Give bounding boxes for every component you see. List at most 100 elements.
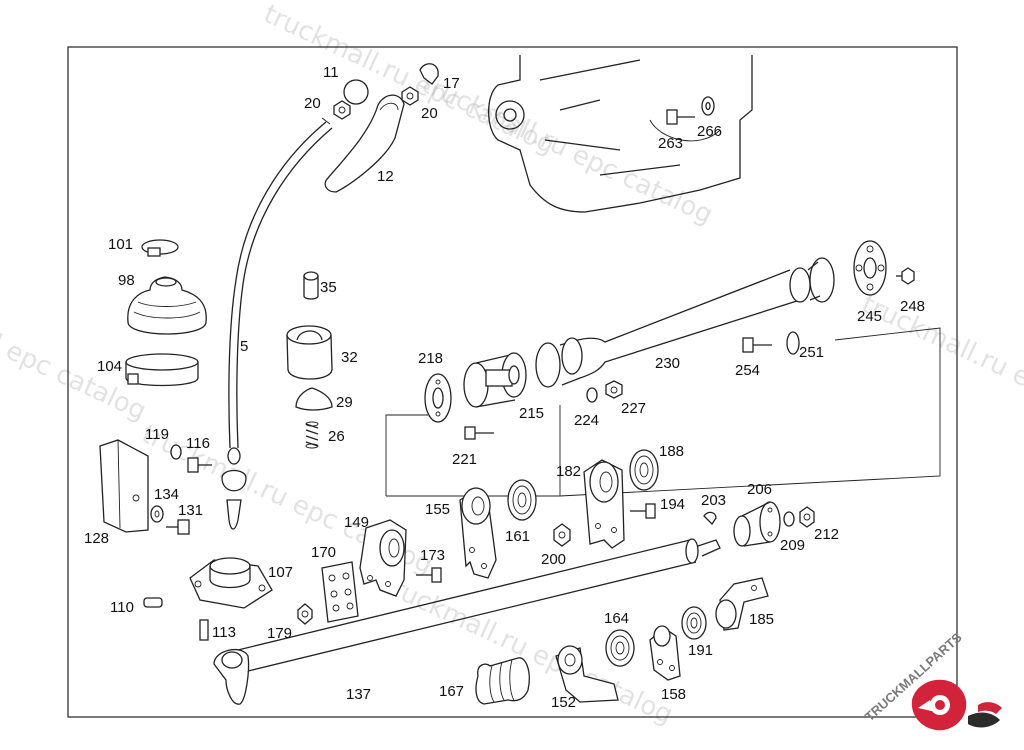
bracket-182 bbox=[583, 459, 625, 549]
spring-26 bbox=[305, 421, 319, 449]
callout-label: 149 bbox=[344, 514, 369, 531]
callout-label: 221 bbox=[452, 451, 477, 468]
callout-label: 128 bbox=[84, 530, 109, 547]
callout-label: 203 bbox=[701, 492, 726, 509]
bracket-152 bbox=[555, 645, 619, 703]
callout-label: 20 bbox=[304, 95, 321, 112]
callout-label: 98 bbox=[118, 272, 135, 289]
callout-label: 245 bbox=[857, 308, 882, 325]
bushing-164 bbox=[605, 629, 635, 667]
callout-label: 152 bbox=[551, 694, 576, 711]
rubber-boot-98 bbox=[127, 276, 207, 335]
callout-label: 185 bbox=[749, 611, 774, 628]
callout-label: 251 bbox=[799, 344, 824, 361]
watermark-text: truckmall.ru e bbox=[857, 289, 1024, 393]
flange-245 bbox=[853, 240, 887, 296]
flange-206 bbox=[733, 501, 781, 547]
bushing-188 bbox=[629, 449, 659, 491]
bracket-128 bbox=[99, 439, 149, 533]
callout-label: 119 bbox=[145, 426, 169, 443]
key-203 bbox=[703, 511, 717, 526]
cone-29 bbox=[295, 387, 333, 411]
group-bracket bbox=[386, 327, 941, 497]
shift-shaft-137 bbox=[213, 538, 721, 705]
callout-label: 206 bbox=[747, 481, 772, 498]
callout-label: 248 bbox=[900, 298, 925, 315]
nut-20 bbox=[401, 86, 419, 106]
washer-134 bbox=[150, 505, 164, 523]
callout-label: 131 bbox=[178, 502, 203, 519]
callout-label: 266 bbox=[697, 123, 722, 140]
callout-label: 263 bbox=[658, 135, 683, 152]
callout-label: 179 bbox=[267, 625, 292, 642]
truckmallparts-logo: TRUCKMALLPARTS bbox=[862, 629, 1002, 731]
bolt-254 bbox=[742, 337, 772, 353]
callout-label: 101 bbox=[108, 236, 133, 253]
callout-label: 212 bbox=[814, 526, 839, 543]
bolt-194 bbox=[630, 503, 656, 519]
callout-label: 29 bbox=[336, 394, 353, 411]
callout-label: 155 bbox=[425, 501, 450, 518]
washer-209 bbox=[783, 511, 795, 527]
bolt-173 bbox=[416, 567, 442, 583]
callout-labels: 11 17 20 20 12 263 266 101 98 35 5 32 10… bbox=[84, 64, 925, 711]
callout-label: 161 bbox=[505, 528, 530, 545]
callout-label: 116 bbox=[186, 435, 210, 452]
callout-label: 107 bbox=[268, 564, 293, 581]
flange-disc-218 bbox=[424, 373, 452, 423]
bolt-131 bbox=[166, 519, 190, 535]
callout-label: 224 bbox=[574, 412, 599, 429]
clip-17 bbox=[419, 63, 439, 85]
callout-label: 113 bbox=[212, 624, 236, 641]
callout-label: 17 bbox=[443, 75, 460, 92]
bushing-161 bbox=[507, 479, 537, 521]
callout-label: 11 bbox=[323, 64, 339, 81]
callout-label: 164 bbox=[604, 610, 629, 627]
callout-label: 12 bbox=[377, 168, 394, 185]
nut-179 bbox=[297, 603, 313, 625]
transmission-housing bbox=[488, 55, 753, 213]
diagram-frame bbox=[67, 46, 958, 718]
callout-label: 32 bbox=[341, 349, 358, 366]
propeller-shaft-230 bbox=[535, 257, 835, 388]
pin-35 bbox=[303, 271, 319, 300]
callout-label: 134 bbox=[154, 486, 179, 503]
washer-266 bbox=[701, 96, 715, 116]
callout-label: 104 bbox=[97, 358, 122, 375]
bolt-116 bbox=[187, 457, 212, 473]
hose-clamp-101 bbox=[141, 239, 179, 257]
callout-label: 218 bbox=[418, 350, 443, 367]
callout-label: 26 bbox=[328, 428, 345, 445]
callout-label: 230 bbox=[655, 355, 680, 372]
bushing-191 bbox=[681, 606, 707, 640]
pin-110 bbox=[143, 597, 163, 608]
callout-label: 110 bbox=[110, 599, 134, 616]
callout-label: 35 bbox=[320, 279, 337, 296]
bracket-149 bbox=[359, 519, 407, 597]
callout-label: 182 bbox=[556, 463, 581, 480]
lever-boot-12 bbox=[324, 94, 405, 193]
callout-label: 227 bbox=[621, 400, 646, 417]
callout-label: 254 bbox=[735, 362, 760, 379]
bracket-155 bbox=[459, 487, 497, 579]
callout-label: 170 bbox=[311, 544, 336, 561]
band-104 bbox=[125, 353, 199, 387]
group-bracket bbox=[385, 414, 428, 496]
callout-label: 194 bbox=[660, 496, 685, 513]
callout-label: 191 bbox=[688, 642, 713, 659]
ring-251 bbox=[786, 331, 800, 355]
nut-200 bbox=[553, 523, 571, 547]
shift-rod-5 bbox=[221, 117, 333, 530]
bracket-185 bbox=[715, 577, 769, 631]
washer-224 bbox=[586, 387, 598, 403]
nut-212 bbox=[799, 506, 815, 528]
plate-170 bbox=[321, 561, 359, 623]
ball-11 bbox=[343, 79, 369, 105]
callout-label: 5 bbox=[240, 338, 248, 355]
callout-label: 215 bbox=[519, 405, 544, 422]
bolt-221 bbox=[464, 426, 494, 440]
callout-label: 209 bbox=[780, 537, 805, 554]
callout-label: 167 bbox=[439, 683, 464, 700]
bolt-263 bbox=[666, 109, 695, 125]
